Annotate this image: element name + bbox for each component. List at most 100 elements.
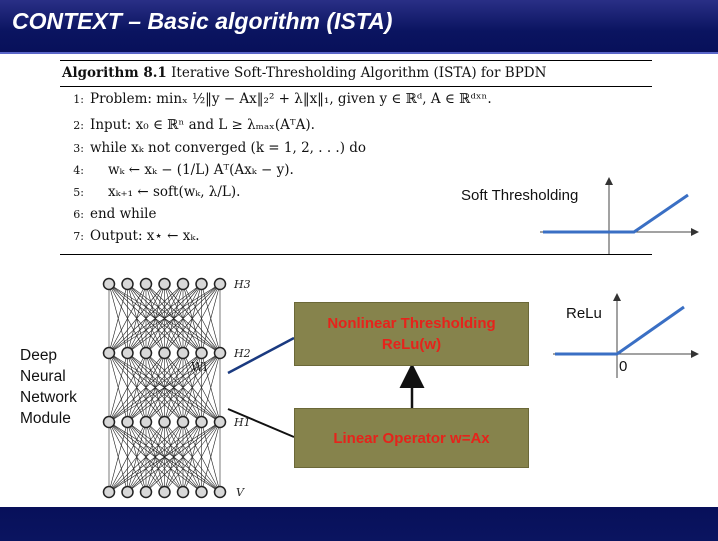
algorithm-line-6: 6: end while bbox=[60, 206, 157, 222]
slide-footer bbox=[0, 507, 718, 541]
network-connection bbox=[182, 352, 221, 423]
line-number: 2: bbox=[73, 119, 84, 132]
network-connection bbox=[145, 283, 221, 354]
algorithm-line-7: 7: Output: x⋆ ← xₖ. bbox=[60, 228, 200, 244]
network-node bbox=[158, 485, 171, 499]
algorithm-block: Algorithm 8.1 Iterative Soft-Thresholdin… bbox=[60, 60, 652, 256]
algorithm-line-1: 1:Problem: minₓ ½‖y − Ax‖₂² + λ‖x‖₁, giv… bbox=[60, 91, 491, 107]
network-node bbox=[158, 415, 171, 429]
network-connection bbox=[108, 352, 147, 423]
network-node bbox=[139, 485, 153, 499]
line-number: 6: bbox=[73, 208, 84, 221]
network-connection bbox=[145, 352, 221, 423]
line-text: Input: x₀ ∈ ℝⁿ and L ≥ λₘₐₓ(AᵀA). bbox=[90, 117, 315, 133]
network-connection bbox=[182, 283, 221, 354]
line-text: Output: x⋆ ← xₖ. bbox=[90, 228, 200, 244]
soft-threshold-label: Soft Thresholding bbox=[461, 187, 579, 204]
linear-operator-box: Linear Operator w=Ax bbox=[294, 408, 529, 468]
network-node bbox=[102, 346, 116, 360]
line-number: 3: bbox=[73, 142, 84, 155]
algorithm-line-5: 5: xₖ₊₁ ← soft(wₖ, λ/L). bbox=[60, 184, 240, 200]
line-number: 4: bbox=[73, 164, 84, 177]
slide-header: CONTEXT – Basic algorithm (ISTA) bbox=[0, 0, 718, 54]
network-node bbox=[176, 415, 190, 429]
algorithm-line-2: 2: Input: x₀ ∈ ℝⁿ and L ≥ λₘₐₓ(AᵀA). bbox=[60, 117, 315, 133]
network-connection bbox=[108, 421, 147, 493]
network-node bbox=[158, 277, 171, 291]
network-connection bbox=[108, 421, 221, 493]
slide-title: CONTEXT – Basic algorithm (ISTA) bbox=[12, 8, 393, 34]
algorithm-caption-rule bbox=[60, 86, 652, 87]
network-connection bbox=[108, 421, 202, 493]
relu-plot bbox=[553, 293, 699, 378]
network-connection bbox=[164, 421, 221, 493]
nonlinear-thresholding-box: Nonlinear Thresholding ReLu(w) bbox=[294, 302, 529, 366]
soft-threshold-plot bbox=[540, 177, 699, 254]
line-number: 7: bbox=[73, 230, 84, 243]
network-node bbox=[176, 277, 190, 291]
network-connection bbox=[108, 421, 165, 493]
network-connection bbox=[127, 283, 221, 354]
network-node bbox=[195, 277, 208, 291]
network-connection bbox=[108, 283, 202, 354]
dnn-label-line: Deep bbox=[20, 347, 58, 364]
network-connection bbox=[108, 352, 165, 423]
nonlinear-box-title: Nonlinear Thresholding bbox=[327, 315, 496, 332]
algorithm-bottom-rule bbox=[60, 254, 652, 255]
network-node bbox=[195, 415, 208, 429]
network-node bbox=[176, 346, 190, 360]
line-text: while xₖ not converged (k = 1, 2, . . .)… bbox=[90, 140, 367, 156]
network-node bbox=[158, 346, 171, 360]
line-text: wₖ ← xₖ − (1/L) Aᵀ(Axₖ − y). bbox=[108, 162, 294, 178]
network-connection bbox=[164, 283, 221, 354]
dnn-label-line: Network bbox=[20, 389, 77, 406]
network-node bbox=[121, 346, 134, 360]
linear-box-title: Linear Operator w=Ax bbox=[333, 429, 490, 447]
network-node bbox=[213, 277, 227, 291]
algorithm-top-rule bbox=[60, 60, 652, 61]
network-node bbox=[195, 485, 208, 499]
network-connection bbox=[108, 283, 128, 354]
soft-threshold-curve bbox=[543, 193, 689, 234]
network-connection bbox=[108, 352, 128, 423]
network-node bbox=[102, 415, 116, 429]
dnn-module-label: Deep Neural Network Module bbox=[20, 345, 77, 429]
weight-label: Wi bbox=[191, 360, 207, 374]
network-node bbox=[102, 277, 116, 291]
connector-h1-to-linear bbox=[227, 408, 295, 438]
network-connection bbox=[108, 283, 221, 354]
algorithm-line-4: 4: wₖ ← xₖ − (1/L) Aᵀ(Axₖ − y). bbox=[60, 162, 294, 178]
connector-h2-to-nonlinear bbox=[227, 336, 295, 375]
network-diagram bbox=[102, 277, 227, 499]
layer-label-v: V bbox=[236, 486, 244, 499]
network-node bbox=[213, 485, 227, 499]
network-connection bbox=[127, 421, 221, 493]
line-number: 5: bbox=[73, 186, 84, 199]
dnn-label-line: Neural bbox=[20, 368, 66, 385]
line-text: end while bbox=[90, 206, 157, 222]
layer-label-h3: H3 bbox=[234, 278, 251, 291]
line-text: xₖ₊₁ ← soft(wₖ, λ/L). bbox=[108, 184, 241, 200]
network-node bbox=[139, 346, 153, 360]
network-node bbox=[213, 415, 227, 429]
network-node bbox=[121, 485, 134, 499]
line-number: 1: bbox=[73, 93, 84, 106]
network-connection bbox=[201, 352, 221, 423]
algorithm-number: Algorithm 8.1 bbox=[62, 65, 167, 81]
network-connection bbox=[108, 421, 184, 493]
network-connection bbox=[108, 283, 165, 354]
network-connection bbox=[201, 283, 221, 354]
network-connection bbox=[145, 421, 221, 493]
algorithm-title: Iterative Soft-Thresholding Algorithm (I… bbox=[166, 65, 547, 81]
network-connection bbox=[201, 421, 221, 493]
nonlinear-box-subtitle: ReLu(w) bbox=[381, 336, 442, 353]
network-node bbox=[139, 277, 153, 291]
network-node bbox=[139, 415, 153, 429]
layer-label-h2: H2 bbox=[234, 347, 251, 360]
dnn-label-line: Module bbox=[20, 410, 71, 427]
network-node bbox=[195, 346, 208, 360]
network-connection bbox=[108, 352, 202, 423]
relu-label: ReLu bbox=[566, 305, 602, 322]
network-node bbox=[213, 346, 227, 360]
